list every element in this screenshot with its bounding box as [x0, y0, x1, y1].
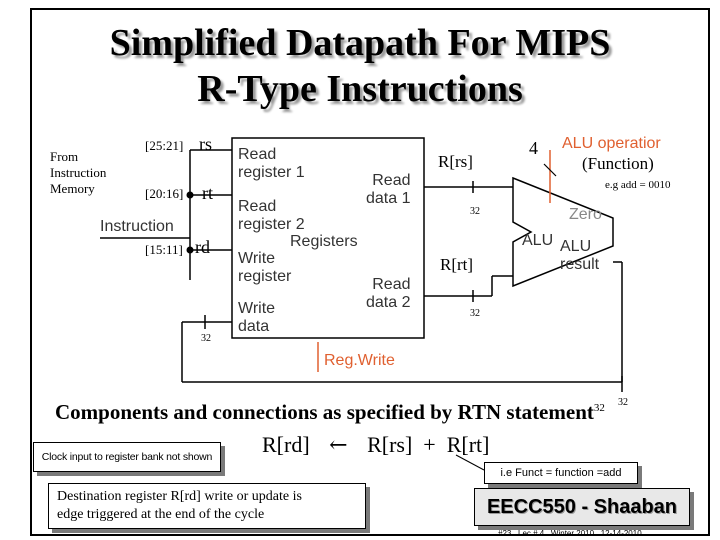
write-data-port: Write data: [238, 300, 276, 335]
funct-pointer: [455, 454, 485, 471]
read-register-1-port: Read register 1: [238, 146, 305, 181]
slide-meta: #23 Lec # 4 Winter 2010 12-14-2010: [498, 529, 642, 538]
clock-note-box: Clock input to register bank not shown: [33, 442, 221, 472]
op-width-tick: [543, 163, 557, 177]
field-reg-rs: rs: [199, 134, 212, 154]
instruction-label: Instruction: [100, 218, 174, 235]
bus-width-write: 32: [201, 333, 211, 344]
alu-function-label: (Function): [582, 154, 654, 173]
rtn-destination: R[rd]: [262, 432, 310, 457]
read-data-1-port: Read data 1: [366, 172, 411, 207]
alu-example-label: e.g add = 0010: [605, 179, 671, 191]
dest-note-box: Destination register R[rd] write or upda…: [48, 483, 366, 529]
slide-frame: [30, 8, 710, 536]
read-register-2-port: Read register 2: [238, 198, 305, 233]
field-bits-rs: [25:21]: [145, 138, 184, 153]
rtn-expression: R[rs] + R[rt]: [367, 432, 490, 457]
rtn-heading-superscript: 32: [593, 402, 605, 414]
field-bits-rd: [15:11]: [145, 242, 183, 257]
rt-value-label: R[rt]: [440, 255, 474, 274]
bus-width-read2: 32: [470, 308, 480, 319]
field-bits-rt: [20:16]: [145, 186, 184, 201]
bus-width-read1: 32: [470, 206, 480, 217]
alu-operation-label: ALU operatior: [562, 135, 661, 152]
rtn-heading-text: Components and connections as specified …: [55, 400, 594, 424]
field-reg-rt: rt: [202, 183, 213, 203]
regwrite-signal: Reg.Write: [324, 352, 395, 369]
register-file-box: [231, 137, 425, 339]
read-data-2-port: Read data 2: [366, 276, 411, 311]
slide-title-line-1: Simplified Datapath For MIPS: [109, 22, 611, 64]
slide-title-line-2: R-Type Instructions: [197, 68, 523, 110]
dest-note: Destination register R[rd] write or upda…: [57, 489, 302, 522]
rs-value-label: R[rs]: [438, 152, 473, 171]
source-label: From Instruction Memory: [50, 149, 107, 196]
alu-op-width: 4: [529, 138, 538, 158]
alu-shape: [512, 176, 614, 288]
rtn-arrow: ←: [329, 433, 348, 458]
bus-width-result: 32: [618, 397, 628, 408]
alu-name: ALU: [522, 232, 554, 249]
write-register-port: Write register: [238, 250, 292, 285]
rtn-heading: Components and connections as specified …: [55, 400, 605, 425]
alu-result-output: ALU result: [560, 238, 600, 273]
funct-note-box: i.e Funct = function =add: [484, 462, 638, 484]
clock-note: Clock input to register bank not shown: [41, 451, 213, 463]
alu-zero-output: Zero: [569, 206, 602, 223]
funct-note: i.e Funct = function =add: [500, 467, 622, 479]
rtn-statement: R[rd] ← R[rs] + R[rt]: [262, 432, 489, 458]
register-file-name: Registers: [290, 233, 358, 250]
field-reg-rd: rd: [195, 237, 210, 257]
course-badge: EECC550 - Shaaban: [474, 488, 690, 526]
